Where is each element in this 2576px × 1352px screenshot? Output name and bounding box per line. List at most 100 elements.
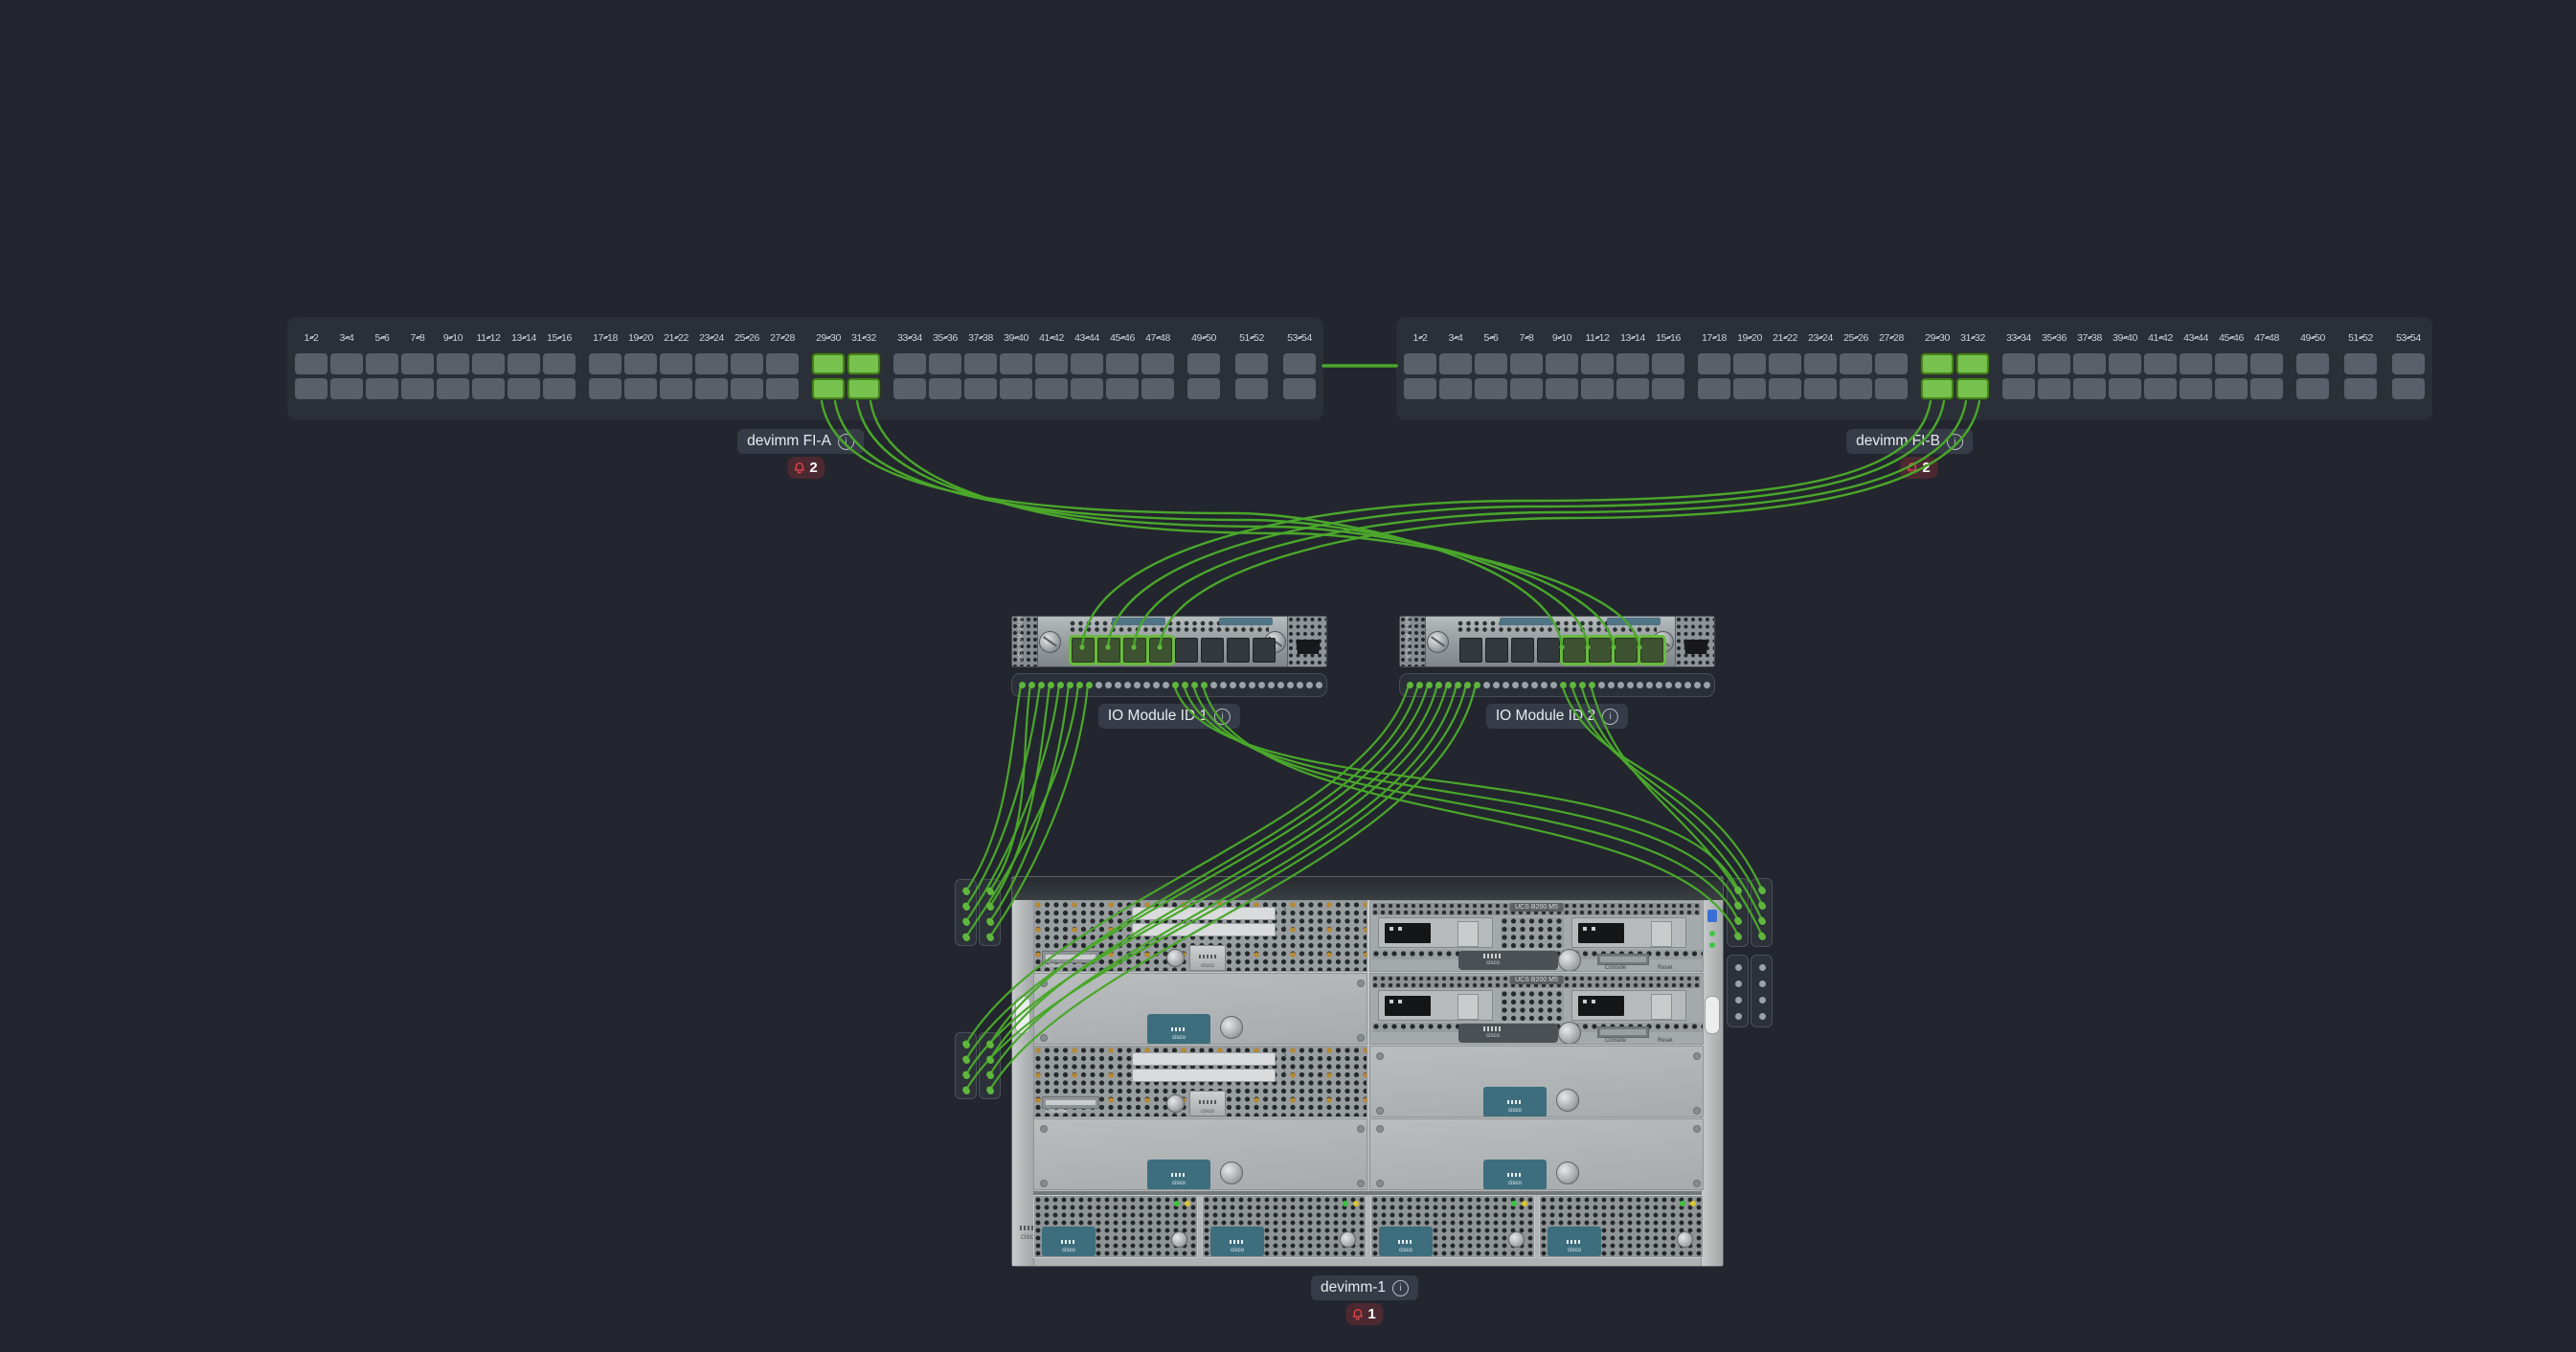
sfp-port-2[interactable] xyxy=(1485,638,1508,663)
blank-panel-handle[interactable]: cisco xyxy=(1147,1160,1210,1189)
port-cell-15[interactable] xyxy=(543,353,576,374)
port-cell-6[interactable] xyxy=(366,378,398,399)
port-cell-33[interactable] xyxy=(893,353,926,374)
sfp-port-8[interactable] xyxy=(1640,638,1663,663)
port-cell-37[interactable] xyxy=(964,353,997,374)
sfp-port-8[interactable] xyxy=(1253,638,1276,663)
port-cell-23[interactable] xyxy=(695,353,728,374)
sfp-port-5[interactable] xyxy=(1175,638,1198,663)
port-cell-33[interactable] xyxy=(2002,353,2035,374)
port-cell-28[interactable] xyxy=(766,378,799,399)
port-cell-29[interactable] xyxy=(812,353,845,374)
port-cell-48[interactable] xyxy=(2250,378,2283,399)
sfp-port-7[interactable] xyxy=(1615,638,1638,663)
port-cell-43[interactable] xyxy=(2180,353,2212,374)
fi-b-label[interactable]: devimm FI-B i xyxy=(1846,429,1973,454)
port-cell-26[interactable] xyxy=(731,378,763,399)
port-cell-42[interactable] xyxy=(2144,378,2177,399)
port-cell-17[interactable] xyxy=(1698,353,1730,374)
port-cell-20[interactable] xyxy=(624,378,657,399)
port-cell-50[interactable] xyxy=(1187,378,1220,399)
info-icon[interactable]: i xyxy=(1392,1279,1410,1296)
port-cell-49[interactable] xyxy=(1187,353,1220,374)
chassis-alert-badge[interactable]: 1 xyxy=(1345,1303,1384,1325)
sfp-port-6[interactable] xyxy=(1201,638,1224,663)
port-cell-25[interactable] xyxy=(731,353,763,374)
blank-panel-knob[interactable] xyxy=(1220,1016,1243,1039)
port-cell-14[interactable] xyxy=(508,378,540,399)
sfp-port-2[interactable] xyxy=(1097,638,1120,663)
port-cell-16[interactable] xyxy=(543,378,576,399)
port-cell-1[interactable] xyxy=(1404,353,1436,374)
port-cell-4[interactable] xyxy=(330,378,363,399)
port-cell-45[interactable] xyxy=(2215,353,2248,374)
port-cell-53[interactable] xyxy=(2392,353,2425,374)
port-cell-36[interactable] xyxy=(929,378,961,399)
port-cell-27[interactable] xyxy=(766,353,799,374)
port-cell-46[interactable] xyxy=(2215,378,2248,399)
psu-4[interactable]: cisco xyxy=(1539,1195,1704,1258)
port-cell-14[interactable] xyxy=(1616,378,1649,399)
port-cell-50[interactable] xyxy=(2296,378,2329,399)
port-cell-27[interactable] xyxy=(1875,353,1908,374)
port-cell-13[interactable] xyxy=(508,353,540,374)
port-cell-20[interactable] xyxy=(1733,378,1766,399)
chassis-slot-r4c2[interactable]: cisco xyxy=(1369,1118,1704,1190)
port-cell-24[interactable] xyxy=(695,378,728,399)
port-cell-54[interactable] xyxy=(1283,378,1316,399)
port-cell-46[interactable] xyxy=(1106,378,1139,399)
chassis-label[interactable]: devimm-1 i xyxy=(1310,1275,1419,1300)
sfp-port-5[interactable] xyxy=(1563,638,1586,663)
io-module-1[interactable]: UCS-IOM-2408 xyxy=(1011,616,1327,667)
port-cell-49[interactable] xyxy=(2296,353,2329,374)
port-cell-16[interactable] xyxy=(1652,378,1684,399)
port-cell-44[interactable] xyxy=(2180,378,2212,399)
port-cell-53[interactable] xyxy=(1283,353,1316,374)
port-cell-32[interactable] xyxy=(1956,378,1989,399)
fi-a-label[interactable]: devimm FI-A i xyxy=(737,429,864,454)
sfp-port-4[interactable] xyxy=(1537,638,1560,663)
sfp-port-4[interactable] xyxy=(1149,638,1172,663)
chassis-slot-r2c1[interactable]: cisco xyxy=(1033,973,1367,1045)
drive-tray[interactable] xyxy=(1132,1069,1276,1082)
sfp-port-6[interactable] xyxy=(1589,638,1612,663)
port-cell-12[interactable] xyxy=(1581,378,1614,399)
port-cell-30[interactable] xyxy=(1921,378,1954,399)
port-cell-9[interactable] xyxy=(1546,353,1578,374)
port-cell-34[interactable] xyxy=(2002,378,2035,399)
chassis-slot-r4c1[interactable]: cisco xyxy=(1033,1118,1367,1190)
port-cell-52[interactable] xyxy=(2344,378,2377,399)
info-icon[interactable]: i xyxy=(1602,708,1619,725)
port-cell-52[interactable] xyxy=(1235,378,1268,399)
port-cell-40[interactable] xyxy=(2109,378,2141,399)
chassis-slot-r3c2[interactable]: cisco xyxy=(1369,1046,1704,1117)
blank-panel-handle[interactable]: cisco xyxy=(1483,1087,1547,1116)
port-cell-22[interactable] xyxy=(1769,378,1801,399)
port-cell-41[interactable] xyxy=(1035,353,1068,374)
port-cell-11[interactable] xyxy=(472,353,505,374)
blank-panel-knob[interactable] xyxy=(1556,1161,1579,1184)
sfp-port-3[interactable] xyxy=(1123,638,1146,663)
port-cell-23[interactable] xyxy=(1804,353,1837,374)
port-cell-48[interactable] xyxy=(1141,378,1174,399)
port-cell-28[interactable] xyxy=(1875,378,1908,399)
drive-bay[interactable] xyxy=(1571,990,1686,1021)
blank-panel-knob[interactable] xyxy=(1220,1161,1243,1184)
io-module-2[interactable]: UCS-IOM-2408 xyxy=(1399,616,1715,667)
drive-bay[interactable] xyxy=(1571,917,1686,948)
port-cell-47[interactable] xyxy=(2250,353,2283,374)
port-cell-30[interactable] xyxy=(812,378,845,399)
port-cell-54[interactable] xyxy=(2392,378,2425,399)
port-cell-3[interactable] xyxy=(1439,353,1472,374)
psu-3[interactable]: cisco xyxy=(1370,1195,1535,1258)
blank-panel-knob[interactable] xyxy=(1556,1089,1579,1112)
port-cell-21[interactable] xyxy=(660,353,692,374)
port-cell-12[interactable] xyxy=(472,378,505,399)
port-cell-32[interactable] xyxy=(847,378,880,399)
sfp-port-7[interactable] xyxy=(1227,638,1250,663)
drive-bay[interactable] xyxy=(1378,990,1493,1021)
